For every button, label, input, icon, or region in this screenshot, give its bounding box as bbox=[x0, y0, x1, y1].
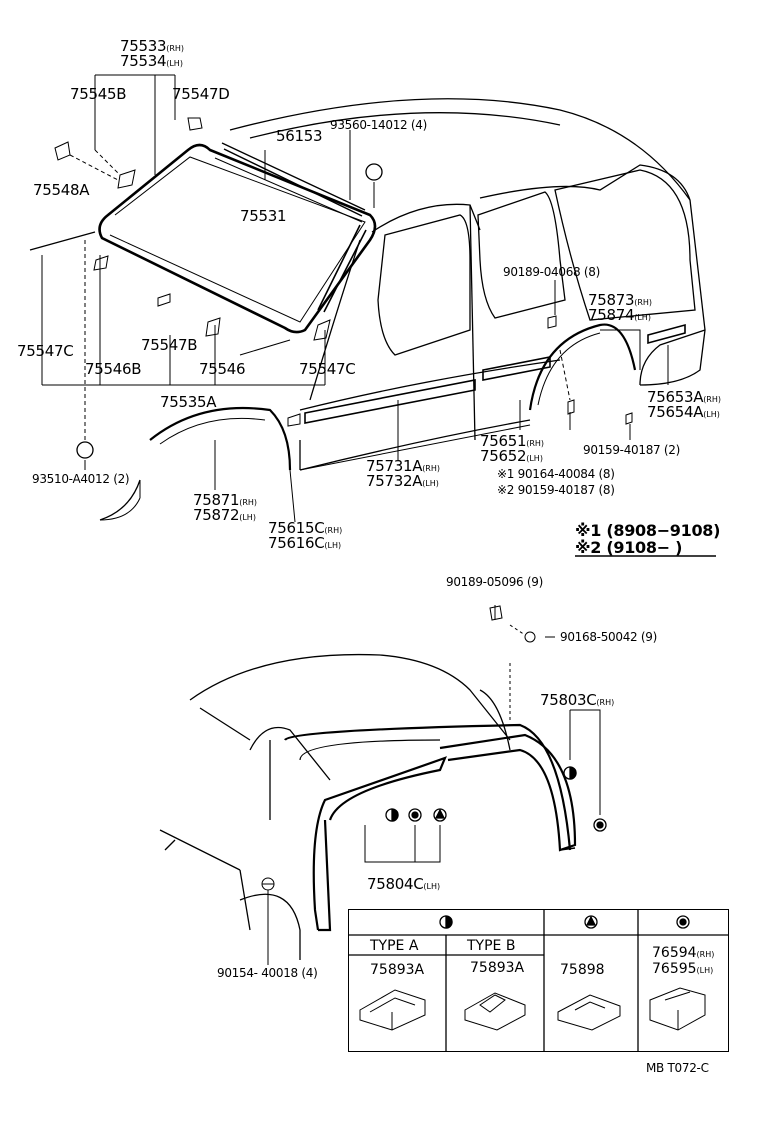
legend-table bbox=[348, 909, 729, 1052]
part-label-75535A: 75535A bbox=[160, 393, 217, 411]
leader-lines-lower bbox=[267, 605, 601, 965]
part-label-90164-40084: ※1 90164-40084 (8) bbox=[497, 467, 615, 481]
legend-type-b: TYPE B bbox=[467, 938, 516, 954]
part-label-90154-40018: 90154- 40018 (4) bbox=[217, 966, 318, 980]
part-label-90159-40187-2: 90159-40187 (2) bbox=[583, 443, 680, 457]
part-label-90189-04068: 90189-04068 (8) bbox=[503, 265, 600, 279]
part-label-75653A: 75653A(RH) bbox=[647, 388, 722, 406]
note-1: ※1 (8908−9108) bbox=[575, 521, 721, 540]
part-label-90189-05096: 90189-05096 (9) bbox=[446, 575, 543, 589]
part-label-75545B: 75545B bbox=[70, 85, 127, 103]
note-2: ※2 (9108− ) bbox=[575, 538, 683, 557]
legend-part-b: 75893A bbox=[470, 960, 525, 976]
triangle-circle-icon bbox=[433, 808, 447, 822]
part-label-56153: 56153 bbox=[276, 127, 323, 145]
side-mouldings bbox=[149, 323, 686, 471]
part-label-75547D: 75547D bbox=[172, 85, 230, 103]
legend-clip-drawings bbox=[359, 987, 706, 1031]
part-label-75615C: 75615C(RH) bbox=[268, 519, 343, 537]
part-label-75616C: 75616C(LH) bbox=[268, 534, 342, 552]
part-label-75654A: 75654A(LH) bbox=[647, 403, 720, 421]
part-label-75546B: 75546B bbox=[85, 360, 142, 378]
part-label-75873: 75873(RH) bbox=[588, 291, 653, 309]
part-label-75652: 75652(LH) bbox=[480, 447, 543, 465]
part-label-90159-40187-8: ※2 90159-40187 (8) bbox=[497, 483, 615, 497]
part-label-93560: 93560-14012 (4) bbox=[330, 118, 427, 132]
part-label-75803C: 75803C(RH) bbox=[540, 691, 615, 709]
clip-parts bbox=[54, 117, 633, 427]
legend-type-a: TYPE A bbox=[370, 938, 419, 954]
vehicle-body-outline bbox=[29, 98, 706, 521]
dot-circle-icon bbox=[408, 808, 607, 832]
part-label-90168-50042: 90168-50042 (9) bbox=[560, 630, 657, 644]
windshield-moulding bbox=[98, 142, 377, 334]
part-label-75651: 75651(RH) bbox=[480, 432, 545, 450]
part-label-75547C-right: 75547C bbox=[299, 360, 356, 378]
part-label-75546: 75546 bbox=[199, 360, 246, 378]
fastener-parts bbox=[261, 605, 536, 891]
part-label-75872: 75872(LH) bbox=[193, 506, 256, 524]
part-label-75531: 75531 bbox=[240, 207, 287, 225]
part-label-75548A: 75548A bbox=[33, 181, 90, 199]
part-label-75804C: 75804C(LH) bbox=[367, 875, 441, 893]
half-filled-circle-icon bbox=[385, 766, 577, 822]
part-label-75731A: 75731A(RH) bbox=[366, 457, 441, 475]
part-label-75547B: 75547B bbox=[141, 336, 198, 354]
part-label-75534: 75534(LH) bbox=[120, 52, 183, 70]
legend-part-triangle: 75898 bbox=[560, 962, 605, 978]
legend-part-dot-lh: 76595(LH) bbox=[652, 961, 714, 977]
legend-part-a: 75893A bbox=[370, 962, 425, 978]
legend-grid bbox=[349, 910, 729, 1051]
part-label-75547C-left: 75547C bbox=[17, 342, 74, 360]
rear-view-outline bbox=[159, 653, 577, 960]
part-label-75732A: 75732A(LH) bbox=[366, 472, 439, 490]
legend-part-dot-rh: 76594(RH) bbox=[652, 945, 715, 961]
part-label-75874: 75874(LH) bbox=[588, 306, 651, 324]
s-circle-icon bbox=[76, 163, 383, 459]
part-label-93510-A4012: 93510-A4012 (2) bbox=[32, 472, 130, 486]
part-label-75533: 75533(RH) bbox=[120, 37, 185, 55]
diagram-code: MB T072-C bbox=[646, 1061, 709, 1075]
leader-lines-upper bbox=[41, 74, 669, 523]
part-label-75871: 75871(RH) bbox=[193, 491, 258, 509]
